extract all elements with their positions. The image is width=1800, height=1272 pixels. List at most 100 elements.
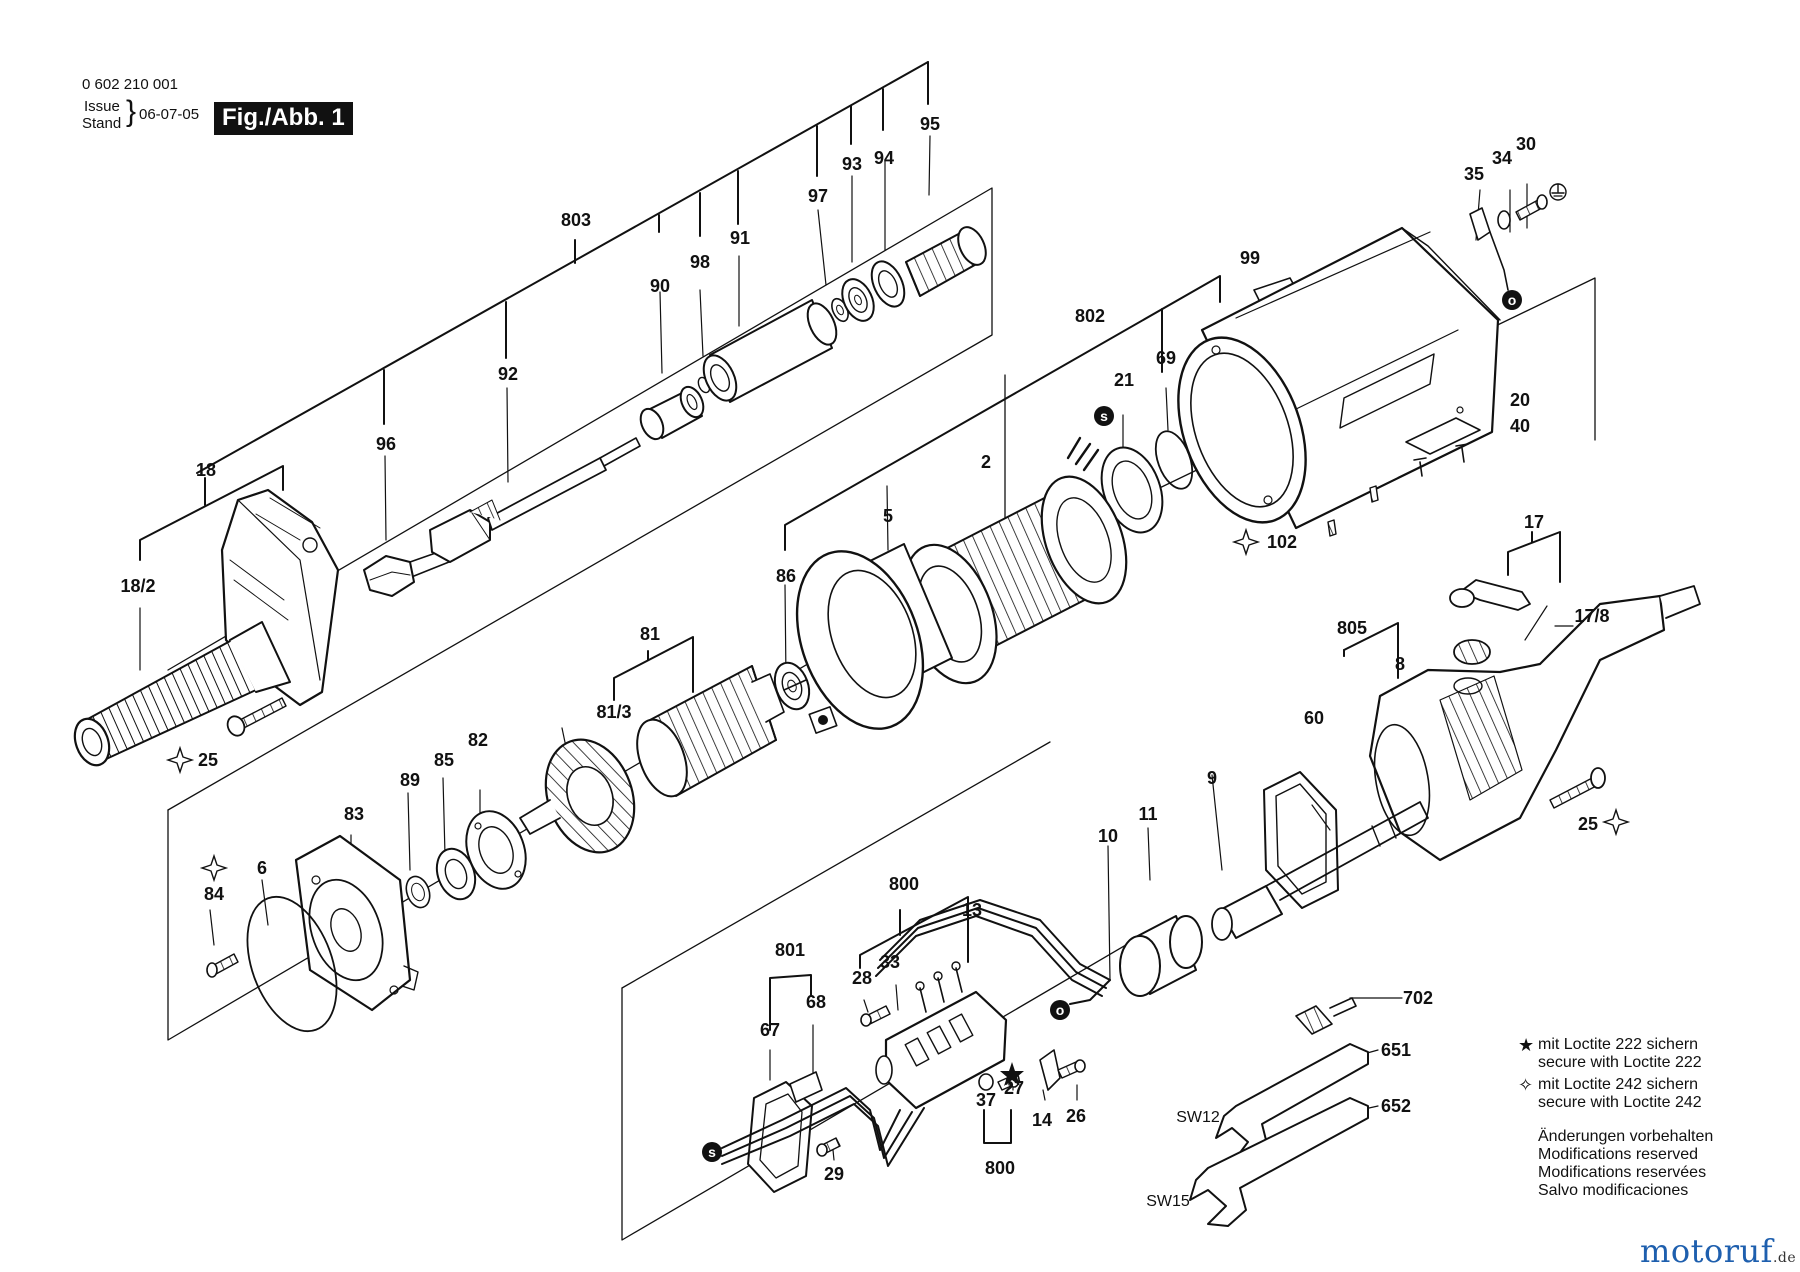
part-14-clip: [1039, 1049, 1061, 1091]
part-83-end-shield: [294, 834, 419, 1012]
callout-90: 90: [650, 276, 670, 296]
part-9-switch-rod: [1211, 801, 1429, 941]
callout-652: 652: [1381, 1096, 1411, 1116]
legend-loctite-242-en: secure with Loctite 242: [1538, 1094, 1702, 1111]
loctite-242-marker-25b: [1601, 807, 1631, 837]
callout-95: 95: [920, 114, 940, 134]
legend-loctite-242: ✧ mit Loctite 242 sichern secure with Lo…: [1518, 1076, 1788, 1112]
callout-60: 60: [1304, 708, 1324, 728]
svg-text:o: o: [1508, 292, 1517, 308]
callout-702: 702: [1403, 988, 1433, 1008]
callout-17: 17: [1524, 512, 1544, 532]
callout-28: 28: [852, 968, 872, 988]
callout-83: 83: [344, 804, 364, 824]
callout-81: 81: [640, 624, 660, 644]
callout-6: 6: [257, 858, 267, 878]
legend-mod-de: Änderungen vorbehalten: [1538, 1128, 1714, 1145]
part-85-bearing: [435, 847, 477, 901]
svg-text:s: s: [708, 1144, 716, 1160]
callout-sw12: SW12: [1176, 1109, 1220, 1126]
part-40-screws: [1413, 443, 1469, 477]
part-35-ground-lug: [1469, 207, 1509, 291]
wire-tag-o-upper: o: [1502, 290, 1522, 310]
loctite-242-marker-25a: [165, 745, 195, 775]
callout-8: 8: [1395, 654, 1405, 674]
callout-97: 97: [808, 186, 828, 206]
legend-modifications: Änderungen vorbehalten Modifications res…: [1518, 1128, 1788, 1200]
callout-13: 13: [962, 900, 982, 920]
part-94-bearing: [870, 260, 906, 308]
callout-34: 34: [1492, 148, 1512, 168]
callout-89: 89: [400, 770, 420, 790]
part-26-screw: [1057, 1059, 1086, 1079]
part-34-washer: [1497, 210, 1511, 230]
callout-27: 27: [1004, 1078, 1024, 1098]
issue-date: 06-07-05: [139, 106, 200, 123]
part-702-tool: [1295, 997, 1357, 1035]
ground-symbol-icon: [1549, 183, 1567, 201]
callout-sw15: SW15: [1146, 1193, 1190, 1210]
wire-tag-s-upper: s: [1094, 406, 1114, 426]
wire-tag-s-lower: s: [702, 1142, 722, 1162]
part-89-ring: [405, 875, 431, 909]
legend-loctite-222: ★ mit Loctite 222 sichern secure with Lo…: [1518, 1036, 1788, 1072]
loctite-242-marker-102: [1231, 527, 1261, 557]
bracket-17: [1507, 531, 1561, 583]
legend-loctite-222-de: mit Loctite 222 sichern: [1538, 1036, 1699, 1053]
bracket-802: [784, 275, 1221, 551]
callout-25b: 25: [1578, 814, 1598, 834]
part-17-switch-lever: [1449, 579, 1531, 611]
callout-25a: 25: [198, 750, 218, 770]
callout-18: 18: [196, 460, 216, 480]
callout-69: 69: [1156, 348, 1176, 368]
part-60-gasket: [1263, 771, 1339, 909]
bracket-18: [139, 465, 284, 561]
part-29-screw: [816, 1137, 841, 1157]
part-91-sleeve: [702, 299, 838, 403]
part-21-ring: [1100, 446, 1164, 534]
bracket-81: [613, 636, 694, 701]
callout-805: 805: [1337, 618, 1367, 638]
callout-2: 2: [981, 452, 991, 472]
legend-loctite-222-en: secure with Loctite 222: [1538, 1054, 1702, 1071]
callout-17-8: 17/8: [1574, 606, 1609, 626]
callout-800b: 800: [985, 1158, 1015, 1178]
part-81-3-fan: [519, 738, 636, 854]
legend-loctite-242-de: mit Loctite 242 sichern: [1538, 1076, 1699, 1093]
callout-67: 67: [760, 1020, 780, 1040]
doc-number: 0 602 210 001: [82, 76, 178, 93]
part-17-8-knob: [1453, 639, 1491, 665]
callout-86: 86: [776, 566, 796, 586]
part-25-screw-b: [1549, 767, 1606, 809]
loctite-242-marker-84: [199, 853, 229, 883]
callout-802: 802: [1075, 306, 1105, 326]
bearing-lubricate-icon: [808, 706, 838, 734]
legend-mod-fr: Modifications reservées: [1538, 1164, 1707, 1181]
star-filled-icon: ★: [1518, 1035, 1535, 1055]
part-93-bearing: [841, 278, 875, 322]
callout-801: 801: [775, 940, 805, 960]
loctite-222-marker-27: [1000, 1062, 1024, 1086]
star-outline-icon: ✧: [1518, 1075, 1534, 1095]
callout-85: 85: [434, 750, 454, 770]
part-92-spindle: [429, 437, 641, 563]
part-28-screw: [860, 1005, 891, 1027]
callout-9: 9: [1207, 768, 1217, 788]
part-2-field-coil: [902, 436, 1128, 685]
callout-651: 651: [1381, 1040, 1411, 1060]
watermark-logo: motoruf.de: [1640, 1232, 1796, 1270]
callout-99: 99: [1240, 248, 1260, 268]
part-84-screw: [206, 953, 239, 978]
callout-800a: 800: [889, 874, 919, 894]
callout-29: 29: [824, 1164, 844, 1184]
callout-11: 11: [1138, 804, 1157, 824]
callout-14: 14: [1032, 1110, 1052, 1130]
part-652-wrench-sw15: [1189, 1097, 1369, 1227]
part-25-screw-a: [226, 697, 287, 737]
part-10-cable-bundle: [875, 899, 1111, 1005]
part-18-2-knurled-sleeve: [73, 621, 291, 767]
part-82-bearing-flange: [465, 810, 527, 890]
callout-81-3: 81/3: [596, 702, 631, 722]
legend-mod-es: Salvo modificaciones: [1538, 1182, 1689, 1199]
